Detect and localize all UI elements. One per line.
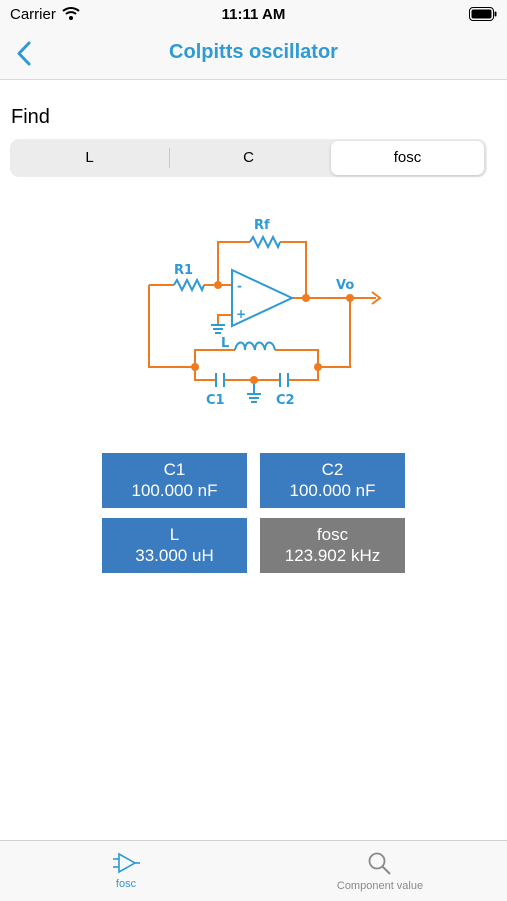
- segment-c[interactable]: C: [243, 149, 254, 166]
- segment-l[interactable]: L: [85, 149, 94, 166]
- l-value-box[interactable]: L 33.000 uH: [102, 518, 247, 573]
- battery-icon: [469, 7, 497, 21]
- resistor-r1: [173, 277, 205, 293]
- fosc-value: 123.902 kHz: [284, 546, 381, 565]
- c1-value: 100.000 nF: [131, 481, 218, 500]
- colpitts-circuit-diagram: Rf R1 Vo L C1 C2 - +: [148, 218, 382, 408]
- wifi-icon: [62, 7, 80, 20]
- label-c1: C1: [206, 393, 225, 408]
- find-label: Find: [11, 106, 50, 128]
- fosc-name: fosc: [316, 525, 349, 544]
- tab-bar: fosc Component value: [0, 840, 507, 901]
- label-plus: +: [236, 307, 246, 321]
- ground-symbol-input: [211, 324, 225, 334]
- label-l: L: [221, 336, 229, 351]
- resistor-rf: [249, 234, 281, 250]
- label-r1: R1: [174, 263, 193, 278]
- status-bar: Carrier 11:11 AM: [0, 0, 507, 30]
- find-segmented-control: L C fosc: [10, 139, 487, 177]
- label-c2: C2: [276, 393, 295, 408]
- c2-value-box[interactable]: C2 100.000 nF: [260, 453, 405, 508]
- label-vo: Vo: [336, 278, 354, 293]
- label-rf: Rf: [254, 218, 270, 233]
- output-arrow: [371, 291, 382, 305]
- c2-value: 100.000 nF: [289, 481, 376, 500]
- clock: 11:11 AM: [221, 6, 286, 23]
- carrier-label: Carrier: [10, 6, 56, 23]
- op-amp: [231, 268, 295, 328]
- tab-fosc[interactable]: fosc: [66, 841, 186, 901]
- tab-component-value-label: Component value: [336, 880, 424, 892]
- inductor-l: [234, 341, 276, 351]
- c1-value-box[interactable]: C1 100.000 nF: [102, 453, 247, 508]
- capacitor-c2: [279, 373, 289, 387]
- label-minus: -: [237, 279, 242, 293]
- fosc-result-box: fosc 123.902 kHz: [260, 518, 405, 573]
- amplifier-icon: [113, 852, 140, 874]
- segment-divider: [169, 148, 170, 168]
- magnifier-icon: [368, 852, 391, 875]
- c2-name: C2: [321, 460, 344, 479]
- tab-component-value[interactable]: Component value: [305, 841, 455, 901]
- segment-fosc[interactable]: fosc: [331, 141, 484, 175]
- chevron-left-icon[interactable]: [10, 38, 42, 70]
- l-name: L: [169, 525, 180, 544]
- navigation-bar: Colpitts oscillator: [0, 30, 507, 80]
- tab-fosc-label: fosc: [115, 878, 137, 890]
- capacitor-c1: [215, 373, 225, 387]
- l-value: 33.000 uH: [135, 546, 214, 565]
- junction-dots: [191, 281, 354, 384]
- page-title: Colpitts oscillator: [169, 41, 338, 63]
- c1-name: C1: [163, 460, 186, 479]
